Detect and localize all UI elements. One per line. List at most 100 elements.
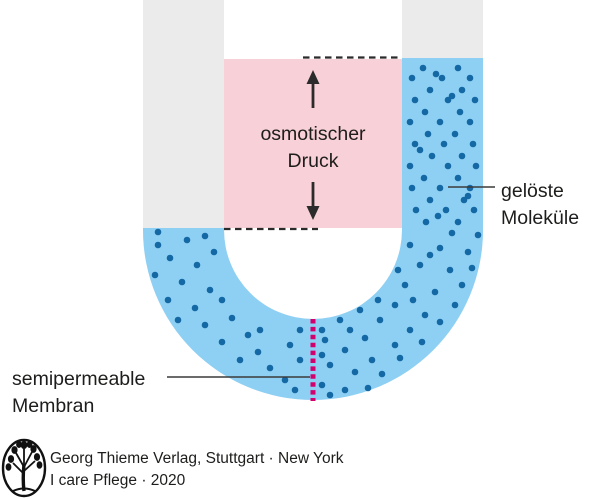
- molecule-dot: [438, 74, 446, 82]
- molecule-dot: [464, 192, 472, 200]
- molecule-dot: [451, 130, 459, 138]
- molecule-dot: [421, 311, 429, 319]
- molecule-dot: [364, 384, 372, 392]
- molecule-dot: [411, 96, 419, 104]
- molecule-dot: [421, 108, 429, 116]
- liquid-blue: [143, 58, 483, 400]
- molecule-dot: [286, 341, 294, 349]
- molecule-dot: [376, 316, 384, 324]
- molecule-dot: [458, 281, 466, 289]
- molecule-dot: [440, 140, 448, 148]
- molecules-label-line2: Moleküle: [501, 207, 579, 229]
- molecule-dot: [368, 356, 376, 364]
- molecule-dot: [442, 206, 450, 214]
- molecule-dot: [474, 231, 482, 239]
- molecule-dot: [419, 64, 427, 72]
- molecule-dot: [321, 336, 329, 344]
- molecule-dot: [454, 64, 462, 72]
- up-arrow-icon: [306, 70, 320, 108]
- molecule-dot: [446, 266, 454, 274]
- footer-source-line: I care Pflege · 2020: [50, 472, 186, 489]
- logo-oval: [1, 438, 47, 498]
- molecule-dot: [426, 196, 434, 204]
- molecule-dot: [472, 162, 480, 170]
- membrane-label-line2: Membran: [12, 395, 94, 417]
- molecule-dot: [408, 184, 416, 192]
- molecule-dot: [416, 146, 424, 154]
- osmotic-pressure-label-line2: Druck: [288, 150, 339, 172]
- molecule-dot: [210, 248, 218, 256]
- molecule-dot: [281, 376, 289, 384]
- molecule-dot: [418, 338, 426, 346]
- molecule-dot: [401, 281, 409, 289]
- molecule-dot: [218, 296, 226, 304]
- molecules-label-line1: gelöste: [501, 180, 564, 202]
- molecule-dot: [432, 70, 440, 78]
- molecule-dot: [420, 174, 428, 182]
- molecule-dot: [408, 74, 416, 82]
- molecule-dot: [458, 152, 466, 160]
- molecule-dot: [464, 248, 472, 256]
- molecule-dot: [460, 196, 468, 204]
- footer-publisher-line: Georg Thieme Verlag, Stuttgart · New Yor…: [50, 450, 344, 467]
- molecule-dot: [396, 354, 404, 362]
- molecule-dot: [466, 74, 474, 82]
- molecule-dot: [406, 162, 414, 170]
- molecule-dot: [468, 264, 476, 272]
- molecule-dot: [218, 338, 226, 346]
- molecule-dot: [351, 368, 359, 376]
- molecule-dot: [436, 118, 444, 126]
- molecule-dot: [406, 118, 414, 126]
- molecule-dot: [444, 96, 452, 104]
- molecule-dot: [391, 341, 399, 349]
- molecule-dot: [266, 364, 274, 372]
- molecule-dot: [193, 261, 201, 269]
- molecule-dot: [296, 326, 304, 334]
- molecule-dot: [356, 306, 364, 314]
- molecule-dot: [471, 96, 479, 104]
- molecule-dot: [406, 326, 414, 334]
- molecule-dot: [454, 174, 462, 182]
- molecule-dot: [236, 356, 244, 364]
- molecule-dot: [201, 321, 209, 329]
- molecule-dot: [454, 218, 462, 226]
- up-arrow-head: [306, 70, 320, 84]
- logo-tree: [5, 440, 43, 492]
- molecule-dot: [254, 348, 262, 356]
- molecule-dot: [291, 386, 299, 394]
- molecule-dot: [154, 241, 162, 249]
- molecule-dot: [318, 351, 326, 359]
- molecule-dot: [336, 316, 344, 324]
- molecule-dot: [448, 229, 456, 237]
- molecule-dot: [456, 108, 464, 116]
- molecule-dot: [201, 232, 209, 240]
- molecule-dot: [426, 86, 434, 94]
- molecule-dot: [154, 228, 162, 236]
- molecule-dot: [422, 218, 430, 226]
- molecule-dot: [436, 318, 444, 326]
- molecule-dot: [412, 206, 420, 214]
- molecule-dot: [451, 301, 459, 309]
- molecule-dot: [448, 92, 456, 100]
- molecule-dot: [318, 326, 326, 334]
- molecule-dot: [178, 278, 186, 286]
- molecule-dot: [166, 254, 174, 262]
- molecule-dot: [326, 391, 334, 399]
- molecule-dot: [416, 261, 424, 269]
- molecule-dot: [206, 286, 214, 294]
- molecule-dot: [341, 346, 349, 354]
- molecule-dot: [378, 370, 386, 378]
- molecule-dot: [391, 301, 399, 309]
- molecule-dot: [469, 140, 477, 148]
- molecule-dot: [406, 241, 414, 249]
- molecule-dot: [256, 326, 264, 334]
- osmotic-pressure-label-line1: osmotischer: [260, 123, 366, 145]
- molecule-dot: [346, 326, 354, 334]
- molecule-dot: [341, 386, 349, 394]
- molecule-dot: [428, 152, 436, 160]
- molecule-dot: [183, 236, 191, 244]
- molecule-dot: [374, 296, 382, 304]
- molecule-dot: [296, 356, 304, 364]
